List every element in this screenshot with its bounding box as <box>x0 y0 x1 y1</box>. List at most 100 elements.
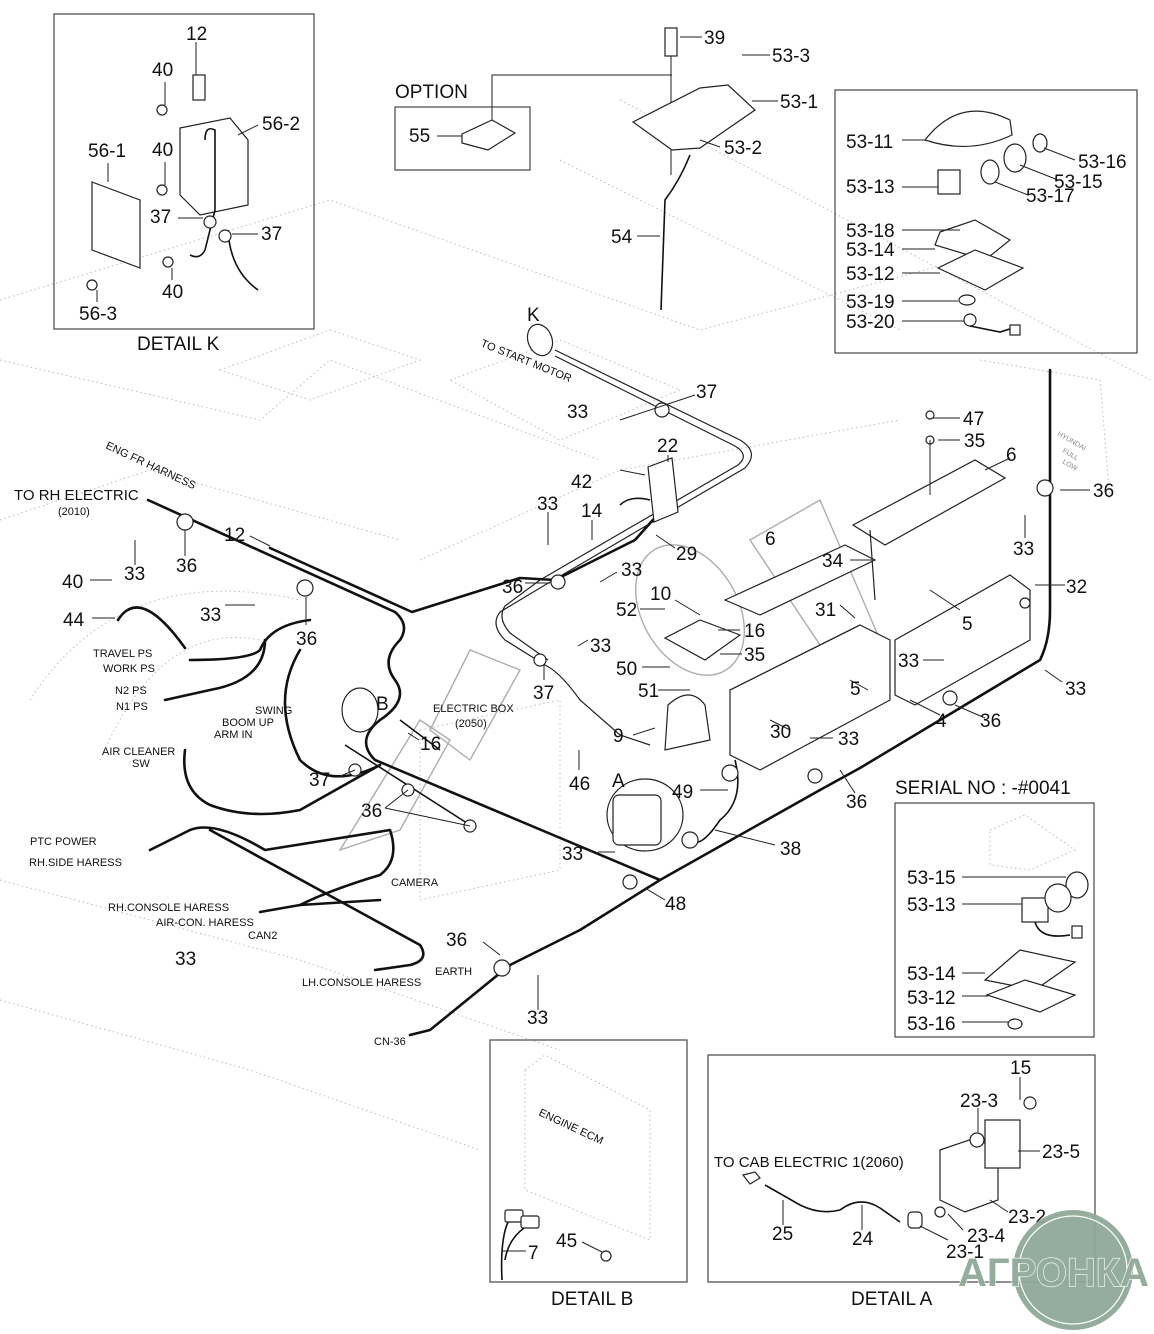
camera-text: CAMERA <box>391 877 439 889</box>
label-52: 52 <box>616 600 637 621</box>
label-54: 54 <box>611 227 633 248</box>
label-32: 32 <box>1066 577 1087 598</box>
label-37-left: 37 <box>309 770 330 791</box>
label-36-a: 36 <box>502 577 523 598</box>
label-42: 42 <box>571 472 592 493</box>
detail-k-label-40b: 40 <box>152 140 173 161</box>
label-36-l1: 36 <box>176 556 197 577</box>
arrow-left-icon <box>741 1171 761 1185</box>
detail-k-label-40c: 40 <box>162 282 183 303</box>
label-36-f: 36 <box>446 930 467 951</box>
serial-label-53-13: 53-13 <box>907 895 956 916</box>
eng-fr-harness-text: ENG FR HARNESS <box>104 440 198 492</box>
label-33-e: 33 <box>562 844 583 865</box>
label-53-3: 53-3 <box>772 46 810 67</box>
callout-b-label: B <box>376 694 389 715</box>
label-53-1: 53-1 <box>780 92 818 113</box>
label-12-left: 12 <box>224 525 245 546</box>
label-33-l2: 33 <box>200 605 221 626</box>
harness-texts: ENG FR HARNESS TO RH ELECTRIC (2010) TRA… <box>14 431 1087 1048</box>
air-cleaner-sw-text: SW <box>132 758 150 770</box>
n1-ps-text: N1 PS <box>116 701 148 713</box>
label-5-a: 5 <box>962 614 973 635</box>
label-34: 34 <box>822 551 844 572</box>
beacon-label-53-17: 53-17 <box>1026 186 1075 207</box>
label-36-left: 36 <box>361 801 382 822</box>
option-panel: OPTION 55 <box>394 74 672 171</box>
label-36-g: 36 <box>980 711 1001 732</box>
label-16-b: 16 <box>420 734 441 755</box>
arm-in-text: ARM IN <box>214 729 253 741</box>
label-6-b: 6 <box>765 529 776 550</box>
label-36-h: 36 <box>846 792 867 813</box>
detail-k-label-37a: 37 <box>150 207 171 228</box>
beacon-label-53-11: 53-11 <box>846 132 893 153</box>
main-parts <box>176 402 1054 977</box>
top-center-parts: 39 53-3 53-1 53-2 54 K <box>526 27 818 357</box>
main-part-labels: 37 33 22 42 33 14 29 36 33 10 52 16 35 5… <box>62 382 1114 1029</box>
earth-text: EARTH <box>435 966 472 978</box>
detail-a-label-24: 24 <box>852 1229 874 1250</box>
lh-console-haress-text: LH.CONSOLE HARESS <box>302 977 421 989</box>
label-50: 50 <box>616 659 637 680</box>
label-33-c: 33 <box>621 560 642 581</box>
n2-ps-text: N2 PS <box>115 685 147 697</box>
detail-k-label-37b: 37 <box>261 224 282 245</box>
beacon-label-53-16: 53-16 <box>1078 152 1127 173</box>
main-leaders <box>90 394 1090 1010</box>
label-38: 38 <box>780 839 801 860</box>
label-33-d: 33 <box>590 636 611 657</box>
can2-text: CAN2 <box>248 930 277 942</box>
rh-console-haress-text: RH.CONSOLE HARESS <box>108 902 229 914</box>
beacon-label-53-15: 53-15 <box>1054 172 1103 193</box>
label-22: 22 <box>657 436 678 457</box>
label-47: 47 <box>963 409 984 430</box>
label-33-l1: 33 <box>124 564 145 585</box>
detail-a-label-23-1: 23-1 <box>946 1242 984 1263</box>
tank-hyundai-text: HYUNDAI <box>1056 431 1087 453</box>
detail-a-label-23-5: 23-5 <box>1042 1142 1080 1163</box>
serial-label-53-14: 53-14 <box>907 964 956 985</box>
cn36-text: CN-36 <box>374 1036 406 1048</box>
label-36-l2: 36 <box>296 629 317 650</box>
detail-b-label-7: 7 <box>528 1243 539 1264</box>
beacon-label-53-19: 53-19 <box>846 292 895 313</box>
work-ps-text: WORK PS <box>103 663 155 675</box>
callout-a-label: A <box>612 771 625 792</box>
label-16-a: 16 <box>744 621 765 642</box>
serial-label-53-15: 53-15 <box>907 868 956 889</box>
to-cab-electric-text: TO CAB ELECTRIC 1(2060) <box>714 1154 904 1171</box>
label-39: 39 <box>704 28 725 49</box>
label-33-top: 33 <box>567 402 588 423</box>
to-start-motor-text: TO START MOTOR <box>479 338 573 385</box>
label-37-mid: 37 <box>533 683 554 704</box>
watermark-logo: АГРОНКА <box>957 1210 1150 1330</box>
beacon-label-53-20: 53-20 <box>846 312 895 333</box>
callout-b-circle <box>341 687 379 733</box>
label-37-top: 37 <box>696 382 717 403</box>
label-30: 30 <box>770 722 791 743</box>
detail-k-panel: 12 40 56-2 56-1 40 37 37 40 56-3 DETAIL … <box>53 13 315 355</box>
detail-b-label-45: 45 <box>556 1231 577 1252</box>
label-9: 9 <box>613 726 624 747</box>
callout-k-circle <box>526 323 554 357</box>
label-10: 10 <box>650 584 671 605</box>
label-53-2: 53-2 <box>724 138 762 159</box>
label-k: K <box>527 305 540 326</box>
label-51: 51 <box>638 681 659 702</box>
electric-box-code: (2050) <box>455 718 487 730</box>
label-14: 14 <box>581 501 603 522</box>
label-36-i: 36 <box>1093 481 1114 502</box>
label-33-k: 33 <box>1065 679 1086 700</box>
beacon-label-53-14: 53-14 <box>846 240 895 261</box>
electric-box-text: ELECTRIC BOX <box>433 703 514 715</box>
label-33-i: 33 <box>1013 539 1034 560</box>
detail-k-label-40a: 40 <box>152 60 173 81</box>
label-46: 46 <box>569 774 590 795</box>
label-33-j: 33 <box>898 651 919 672</box>
serial-no-panel: SERIAL NO : -#0041 53-15 53-13 53-14 53-… <box>894 778 1095 1038</box>
label-29: 29 <box>676 544 697 565</box>
label-35-b: 35 <box>964 431 985 452</box>
label-33-h: 33 <box>838 729 859 750</box>
